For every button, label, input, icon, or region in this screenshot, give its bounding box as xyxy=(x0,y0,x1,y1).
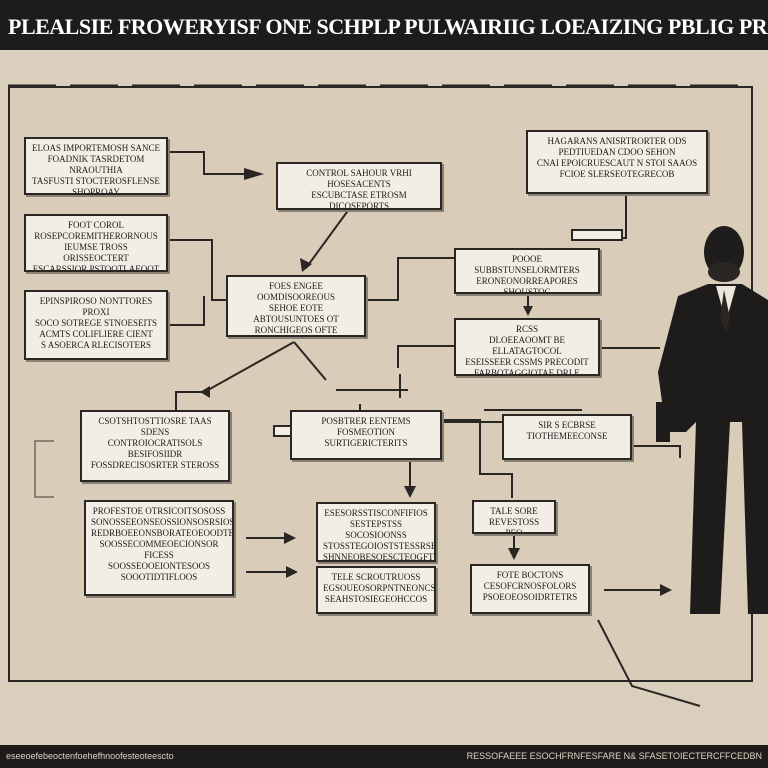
connector-2 xyxy=(168,239,226,301)
small-tag xyxy=(571,229,623,241)
tie xyxy=(720,290,730,332)
footer-bar xyxy=(0,745,768,768)
arrow-head-3 xyxy=(523,306,533,316)
page-title: PLEALSIE FROWERYISF ONE SCHPLP PULWAIRII… xyxy=(8,14,768,39)
flow-box: CONTROL SAHOUR VRHI HOSESACENTS ESCUBCTA… xyxy=(276,162,442,210)
pen-shape xyxy=(336,374,408,412)
flow-box: RCSS DLOEEAOOMT BE ELLATAGTOCOL ESEISSEE… xyxy=(454,318,600,376)
connector-9 xyxy=(207,341,295,391)
arrow-head-1 xyxy=(244,168,264,180)
flow-box: ELOAS IMPORTEMOSH SANCE FOADNIK TASRDETO… xyxy=(24,137,168,195)
flow-box: FOES ENGEE OOMDISOOREOUS SEHOE EOTE ABTO… xyxy=(226,275,366,337)
connector-13 xyxy=(442,421,505,432)
arrow-head-9 xyxy=(200,386,210,398)
flow-box: TELE SCROUTRUOSS EGSOUEOSORPNTNEONCS SEA… xyxy=(316,566,436,614)
side-bracket xyxy=(34,440,54,498)
flow-box: POSBTRER EENTEMS FOSMEOTION SURTIGERICTE… xyxy=(290,410,442,460)
connector-8 xyxy=(397,345,456,368)
connector-1 xyxy=(168,151,244,175)
connector-5 xyxy=(366,257,454,301)
connector-21 xyxy=(597,619,701,707)
connector-19 xyxy=(246,537,288,573)
suit xyxy=(658,284,768,614)
flow-box: POOOE SUBBSTUNSELORMTERS ERONEONORREAPOR… xyxy=(454,248,600,294)
connector-18 xyxy=(630,445,681,458)
arrow-head-4 xyxy=(404,486,416,498)
flow-box: EPINSPIROSO NONTTORES PROXI SOCO SOTREGE… xyxy=(24,290,168,360)
title-bar xyxy=(0,0,768,50)
businessman-figure xyxy=(656,226,768,614)
footer-left-text: eseeoefebeoctenfoehefhnoofesteoteescto xyxy=(6,751,174,761)
connector-10 xyxy=(293,341,327,381)
footer-right-text: RESSOFAEEE ESOCHFRNFESFARE N& SFASETOIEC… xyxy=(466,751,762,761)
arrow-head-2 xyxy=(300,258,312,272)
connector-11 xyxy=(175,391,210,412)
flow-box: PROFESTOE OTRSICOITSOSOSS SONOSSEEONSEOS… xyxy=(84,500,234,596)
beard xyxy=(708,262,740,282)
flow-box: CSOTSHTOSTTIOSRE TAAS SDENS CONTROIOCRAT… xyxy=(80,410,230,482)
flow-box: TALE SORE REVESTOSS PEO OFOEOROSAE PEIS … xyxy=(472,500,556,534)
flow-box: SIR S ECBRSE TIOTHEMEECONSE xyxy=(502,414,632,460)
arrow-head-8 xyxy=(660,584,672,596)
arrow-head-6 xyxy=(284,532,296,544)
briefcase-handle xyxy=(656,402,670,442)
flow-box: FOOT COROL ROSEPCOREMITHERORNOUS IEUMSE … xyxy=(24,214,168,272)
connector-12 xyxy=(442,419,513,498)
arrow-head-7 xyxy=(286,566,298,578)
flow-box: HAGARANS ANISRTRORTER ODS PEDTIUEDAN CDO… xyxy=(526,130,708,194)
connector-3 xyxy=(168,296,205,326)
arrow-head-5 xyxy=(508,548,520,560)
flow-box: FOTE BOCTONS CESOFCRNOSFOLORS PSOEOEOSOI… xyxy=(470,564,590,614)
flow-box: ESESORSSTISCONFIFIOS SESTEPSTSS SOCOSIOO… xyxy=(316,502,436,562)
